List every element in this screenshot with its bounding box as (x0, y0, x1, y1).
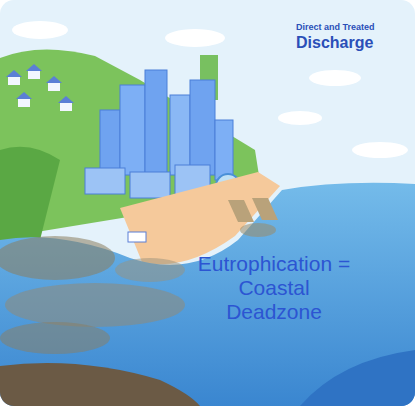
callout-text: Eutrophication = Coastal Deadzone (196, 252, 352, 324)
house (60, 102, 72, 111)
seabed (0, 363, 200, 406)
discharge-pipe (228, 200, 254, 222)
heading-small: Direct and Treated (296, 23, 406, 33)
deadzone-plume (115, 258, 185, 282)
building (130, 172, 170, 198)
heading: Discharge (296, 34, 406, 52)
house-roof (58, 96, 74, 103)
hill-shade (0, 147, 60, 245)
truck (128, 232, 146, 242)
house-roof (6, 70, 22, 77)
house (18, 98, 30, 107)
house (28, 70, 40, 79)
house (48, 82, 60, 91)
cloud (165, 29, 225, 47)
discharge-pipe (252, 198, 278, 220)
cloud (278, 111, 322, 125)
deep-water (300, 350, 415, 406)
house-roof (26, 64, 42, 71)
building (100, 110, 120, 170)
building (215, 120, 233, 180)
cloud (309, 70, 361, 86)
building (190, 80, 215, 175)
deadzone-plume (0, 236, 115, 280)
house-roof (16, 92, 32, 99)
building (85, 168, 125, 194)
building (170, 95, 190, 175)
deadzone-plume (0, 322, 110, 354)
cloud (352, 142, 408, 158)
cloud (12, 21, 68, 39)
house-roof (46, 76, 62, 83)
house (8, 76, 20, 85)
sea (0, 183, 415, 406)
building (145, 70, 167, 180)
building (120, 85, 145, 175)
deadzone-plume (5, 283, 185, 327)
discharge-plume (240, 223, 276, 237)
